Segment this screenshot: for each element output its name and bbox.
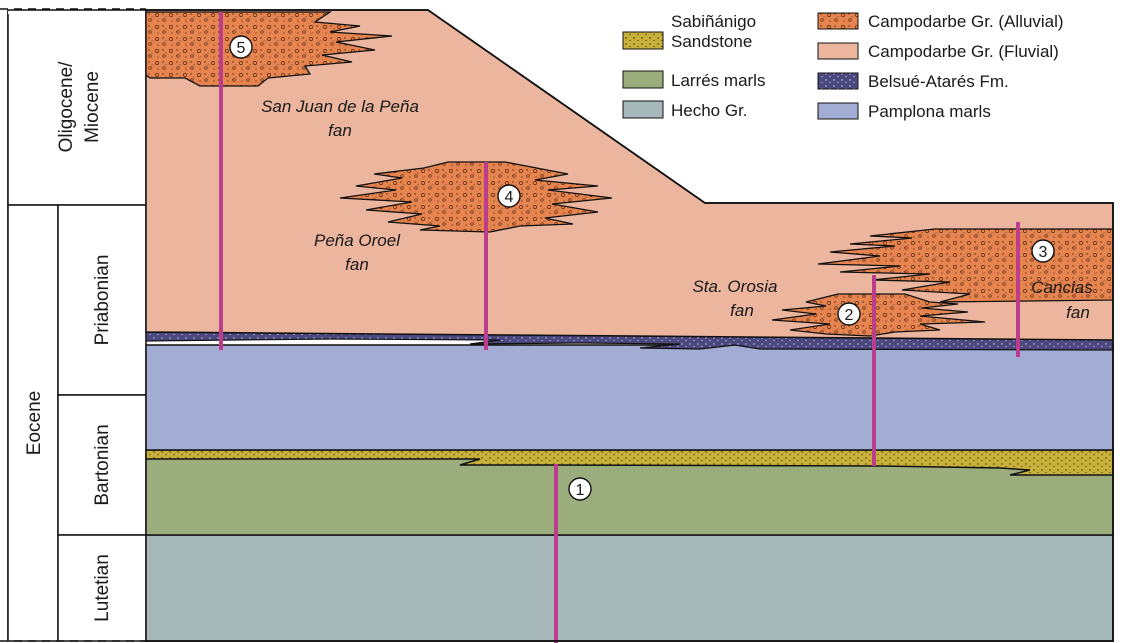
section-marker-1: 1 bbox=[569, 478, 591, 500]
legend-item-larres: Larrés marls bbox=[623, 71, 765, 90]
section-number-4: 4 bbox=[505, 189, 514, 206]
section-number-3: 3 bbox=[1039, 244, 1048, 261]
legend-label-belsue-atares: Belsué-Atarés Fm. bbox=[868, 72, 1009, 91]
stage-label-priabonian: Priabonian bbox=[92, 255, 113, 346]
legend-item-hecho: Hecho Gr. bbox=[623, 101, 748, 120]
fan-label-sta-orosia: Sta. Orosia bbox=[692, 277, 777, 296]
fan-label-san-juan: San Juan de la Peña bbox=[261, 97, 419, 116]
legend-swatch-campodarbe-alluvial bbox=[818, 13, 858, 29]
legend: Sabiñánigo Sandstone Larrés marls Hecho … bbox=[623, 12, 1064, 121]
epoch-box-oligocene-miocene bbox=[8, 10, 146, 205]
section-marker-2: 2 bbox=[838, 303, 860, 325]
legend-item-belsue-atares: Belsué-Atarés Fm. bbox=[818, 72, 1009, 91]
legend-label-pamplona: Pamplona marls bbox=[868, 102, 991, 121]
legend-label-sabinanigo-line2: Sandstone bbox=[671, 32, 752, 51]
legend-label-campodarbe-fluvial: Campodarbe Gr. (Fluvial) bbox=[868, 42, 1059, 61]
section-marker-5: 5 bbox=[230, 36, 252, 58]
legend-swatch-hecho bbox=[623, 101, 663, 118]
legend-swatch-pamplona bbox=[818, 103, 858, 119]
fan-label-cancias: Cancias bbox=[1031, 278, 1093, 297]
epoch-label-miocene-line2: Miocene bbox=[82, 71, 103, 143]
fan-label-cancias-suffix: fan bbox=[1066, 303, 1090, 322]
fan-label-sta-orosia-suffix: fan bbox=[730, 301, 754, 320]
section-number-5: 5 bbox=[237, 40, 246, 57]
fan-label-pena-oroel: Peña Oroel bbox=[314, 231, 401, 250]
legend-label-hecho: Hecho Gr. bbox=[671, 101, 748, 120]
section-number-2: 2 bbox=[845, 307, 854, 324]
stage-label-bartonian: Bartonian bbox=[92, 424, 113, 505]
fan-label-pena-oroel-suffix: fan bbox=[345, 255, 369, 274]
chronostratigraphic-column: Oligocene/ Miocene Eocene Priabonian Bar… bbox=[0, 9, 146, 641]
legend-item-campodarbe-alluvial: Campodarbe Gr. (Alluvial) bbox=[818, 12, 1064, 31]
section-marker-3: 3 bbox=[1032, 240, 1054, 262]
legend-swatch-larres bbox=[623, 71, 663, 88]
epoch-label-eocene: Eocene bbox=[24, 391, 45, 455]
legend-label-larres: Larrés marls bbox=[671, 71, 765, 90]
legend-label-sabinanigo: Sabiñánigo bbox=[671, 12, 756, 31]
unit-hecho bbox=[146, 535, 1113, 641]
legend-item-sabinanigo: Sabiñánigo Sandstone bbox=[623, 12, 756, 51]
section-number-1: 1 bbox=[576, 482, 585, 499]
fan-label-san-juan-suffix: fan bbox=[328, 121, 352, 140]
legend-swatch-campodarbe-fluvial bbox=[818, 43, 858, 59]
epoch-label-oligocene-line1: Oligocene/ bbox=[56, 61, 77, 153]
legend-swatch-belsue-atares bbox=[818, 73, 858, 89]
legend-label-campodarbe-alluvial: Campodarbe Gr. (Alluvial) bbox=[868, 12, 1064, 31]
unit-pamplona bbox=[146, 345, 1113, 450]
legend-item-pamplona: Pamplona marls bbox=[818, 102, 991, 121]
stage-label-lutetian: Lutetian bbox=[92, 554, 113, 622]
section-marker-4: 4 bbox=[498, 185, 520, 207]
legend-item-campodarbe-fluvial: Campodarbe Gr. (Fluvial) bbox=[818, 42, 1059, 61]
legend-swatch-sabinanigo bbox=[623, 32, 663, 49]
